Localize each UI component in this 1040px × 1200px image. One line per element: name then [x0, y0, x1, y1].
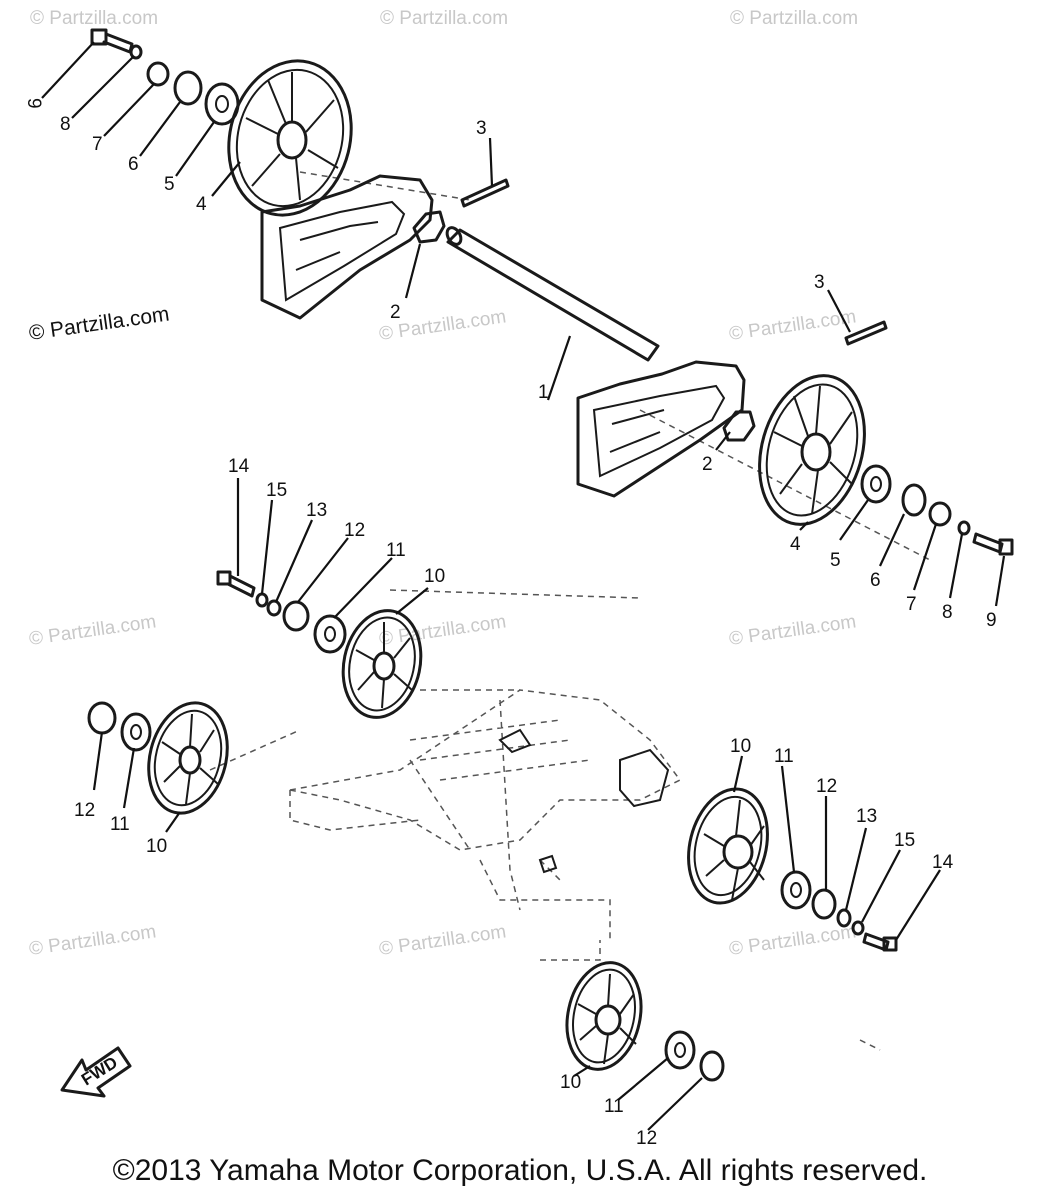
watermark: © Partzilla.com	[728, 921, 858, 960]
callout-6: 6	[128, 154, 139, 175]
pin-left	[460, 178, 510, 208]
bracket-left	[260, 174, 434, 320]
callout-2: 2	[702, 454, 713, 475]
watermark: © Partzilla.com	[730, 8, 858, 29]
watermark: © Partzilla.com	[728, 611, 858, 650]
watermark: © Partzilla.com	[28, 921, 158, 960]
bolt-small-right	[862, 932, 898, 952]
lower-assembly	[87, 570, 898, 1082]
bolt-large-left	[90, 28, 134, 54]
callout-4: 4	[196, 194, 207, 215]
forward-label: FWD	[78, 1053, 121, 1090]
watermarks: © Partzilla.com © Partzilla.com © Partzi…	[27, 8, 858, 960]
leader-lines	[41, 41, 1006, 1131]
wheel-small-top	[341, 609, 423, 719]
callout-7: 7	[906, 594, 917, 615]
bearing-large-right	[860, 464, 892, 504]
bolt-large-right	[972, 532, 1014, 556]
callout-4: 4	[790, 534, 801, 555]
circlip-small-left	[87, 701, 117, 735]
track-frame	[289, 689, 682, 940]
callout-11: 11	[604, 1096, 624, 1117]
bolt-small-top	[216, 570, 256, 598]
bearing-small-top	[313, 614, 347, 654]
callout-2: 2	[390, 302, 401, 323]
callout-14: 14	[228, 456, 250, 477]
watermark: © Partzilla.com	[28, 611, 158, 650]
callout-6: 6	[870, 570, 881, 591]
callout-8: 8	[942, 602, 953, 623]
callout-10: 10	[146, 836, 167, 857]
callout-12: 12	[816, 776, 837, 797]
callout-9: 9	[986, 610, 997, 631]
callout-12: 12	[344, 520, 365, 541]
callout-10: 10	[730, 736, 751, 757]
watermark: © Partzilla.com	[27, 302, 170, 344]
watermark: © Partzilla.com	[30, 8, 158, 29]
copyright-footer: ©2013 Yamaha Motor Corporation, U.S.A. A…	[112, 1154, 928, 1187]
watermark: © Partzilla.com	[380, 8, 508, 29]
callout-12: 12	[636, 1128, 657, 1149]
wheel-small-right	[687, 787, 769, 905]
bracket-right	[576, 360, 746, 498]
callout-8: 8	[60, 114, 71, 135]
upper-assembly	[90, 28, 1014, 556]
callout-15: 15	[894, 830, 915, 851]
callout-15: 15	[266, 480, 287, 501]
callout-3: 3	[476, 118, 487, 139]
wheel-large-right	[758, 374, 866, 526]
collar-left	[412, 210, 446, 244]
callout-11: 11	[110, 814, 130, 835]
washer-large-right	[928, 501, 952, 527]
washer-small-top	[266, 599, 282, 617]
callout-5: 5	[830, 550, 841, 571]
callout-9: 9	[23, 98, 44, 109]
lock-washer-small-right	[851, 920, 865, 936]
callout-12: 12	[74, 800, 95, 821]
callout-10: 10	[560, 1072, 581, 1093]
bearing-small-right	[780, 870, 812, 910]
circlip-small-top	[282, 600, 310, 632]
callouts: 9 8 7 6 5 4 3 2 1 3 2 4 5 6 7 8 9 14 15 …	[23, 98, 997, 1149]
callout-3: 3	[814, 272, 825, 293]
callout-7: 7	[92, 134, 103, 155]
callout-14: 14	[932, 852, 954, 873]
wheel-large-left	[227, 59, 353, 217]
pin-right	[844, 320, 888, 346]
bearing-small-left	[120, 712, 152, 752]
lock-washer-large-left	[129, 44, 143, 60]
circlip-large-left	[173, 70, 203, 106]
callout-13: 13	[856, 806, 877, 827]
circlip-large-right	[901, 483, 927, 517]
wheel-small-bottom	[565, 961, 643, 1071]
callout-5: 5	[164, 174, 175, 195]
lock-washer-large-right	[957, 520, 971, 536]
collar-right	[722, 410, 756, 442]
washer-large-left	[146, 61, 170, 87]
watermark: © Partzilla.com	[378, 921, 508, 960]
watermark: © Partzilla.com	[728, 306, 858, 345]
callout-11: 11	[774, 746, 794, 767]
callout-10: 10	[424, 566, 445, 587]
lock-washer-small-top	[255, 592, 269, 608]
shaft	[445, 226, 660, 362]
watermark: © Partzilla.com	[378, 611, 508, 650]
bearing-small-bottom	[664, 1030, 696, 1070]
callout-11: 11	[386, 540, 406, 561]
forward-arrow: FWD	[60, 1046, 132, 1098]
circlip-small-bottom	[699, 1050, 725, 1082]
callout-1: 1	[538, 382, 549, 403]
circlip-small-right	[811, 888, 837, 920]
washer-small-right	[836, 908, 852, 928]
callout-13: 13	[306, 500, 327, 521]
wheel-small-left	[147, 701, 229, 815]
